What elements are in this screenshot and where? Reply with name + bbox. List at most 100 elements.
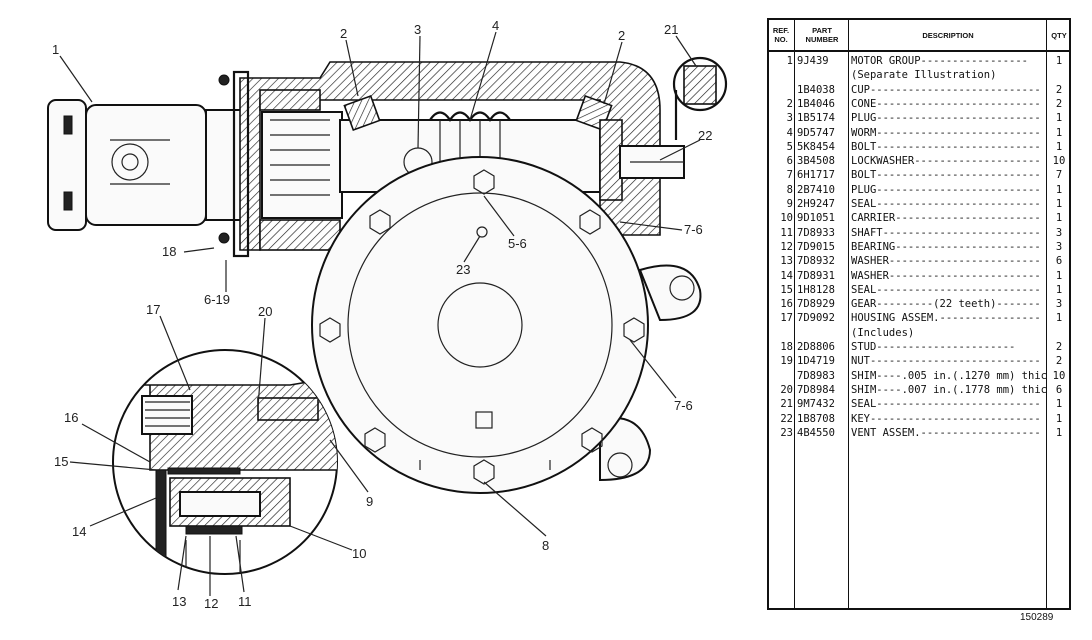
parts-list-table: REF. NO. PART NUMBER DESCRIPTION QTY 1 9J… xyxy=(767,18,1071,610)
part-number-cell: 7D8931 xyxy=(797,269,835,282)
callout-14: 14 xyxy=(72,524,86,539)
callout-15: 15 xyxy=(54,454,68,469)
qty-cell: 1 xyxy=(1055,212,1063,225)
description-cell: SEAL-------------------------- xyxy=(851,198,1041,210)
figure-number: 150289 xyxy=(1020,612,1054,623)
callout-13: 13 xyxy=(172,594,186,609)
description-cell: VENT ASSEM.------------------- xyxy=(851,426,1041,439)
description-cell: HOUSING ASSEM.---------------- xyxy=(851,312,1041,325)
table-row: 9 2H9247 SEAL-------------------------- 1 xyxy=(769,197,1069,211)
description-cell: WASHER------------------------ xyxy=(851,269,1041,282)
description-cell: SHAFT------------------------- xyxy=(851,226,1041,239)
callout-9: 9 xyxy=(366,494,373,509)
callout-7-6b: 7-6 xyxy=(674,398,693,413)
part-number-cell: 1B4038 xyxy=(797,83,835,96)
description-cell: BOLT-------------------------- xyxy=(851,169,1041,182)
part-number-cell: 1B5174 xyxy=(797,112,835,125)
callout-11: 11 xyxy=(238,594,252,609)
ref-cell: 21 xyxy=(780,398,793,411)
qty-cell: 10 xyxy=(1052,155,1066,168)
description-cell: SHIM----.005 in.(.1270 mm) thick xyxy=(851,369,1047,382)
qty-cell: 1 xyxy=(1055,183,1063,196)
ref-cell: 4 xyxy=(786,126,793,139)
description-cell: SHIM----.007 in.(.1778 mm) thick xyxy=(851,383,1047,396)
ref-cell: 22 xyxy=(780,412,793,425)
ref-cell: 3 xyxy=(786,112,793,125)
callout-2a: 2 xyxy=(340,26,347,41)
qty-cell: 1 xyxy=(1055,126,1063,139)
description-cell: SEAL-------------------------- xyxy=(851,283,1041,296)
ref-cell: 8 xyxy=(786,183,793,196)
ref-cell: 18 xyxy=(780,341,793,353)
ref-cell: 12 xyxy=(780,240,793,253)
qty-cell: 7 xyxy=(1055,169,1063,182)
part-number-cell: 7D8932 xyxy=(797,255,835,268)
qty-cell: 1 xyxy=(1055,198,1063,210)
header-description: DESCRIPTION xyxy=(922,30,974,40)
description-cell: (Separate Illustration) xyxy=(851,69,997,82)
part-number-cell: 4B4550 xyxy=(797,426,835,439)
leader-lines xyxy=(59,31,701,596)
qty-cell: 3 xyxy=(1055,240,1063,253)
gear-housing xyxy=(311,156,702,494)
part-number-cell: 9J439 xyxy=(797,55,829,67)
part-number-cell: 1H8128 xyxy=(797,283,835,296)
description-cell: CONE-------------------------- xyxy=(851,97,1041,110)
ref-cell: 9 xyxy=(786,198,793,210)
table-header: REF. NO. PART NUMBER DESCRIPTION QTY xyxy=(769,20,1069,52)
qty-cell: 1 xyxy=(1055,412,1063,425)
qty-cell: 1 xyxy=(1055,312,1063,325)
motor-group xyxy=(47,99,247,231)
qty-cell: 1 xyxy=(1055,55,1063,67)
part-number-cell: 2H9247 xyxy=(797,198,835,210)
callout-17: 17 xyxy=(146,302,160,317)
table-row: (Separate Illustration) xyxy=(769,68,1069,82)
part-number-cell: 2D8806 xyxy=(797,341,835,353)
ref-cell: 7 xyxy=(786,169,793,182)
callout-5-6: 5-6 xyxy=(508,236,527,251)
part-number-cell: 1B4046 xyxy=(797,97,835,110)
ref-cell: 20 xyxy=(780,383,793,396)
callout-3: 3 xyxy=(414,22,421,37)
callout-18: 18 xyxy=(162,244,176,259)
ref-cell: 14 xyxy=(780,269,793,282)
part-number-cell: 5K8454 xyxy=(797,140,835,153)
callout-4: 4 xyxy=(492,18,499,33)
header-qty: QTY xyxy=(1051,30,1067,40)
description-cell: MOTOR GROUP----------------- xyxy=(851,55,1029,67)
qty-cell: 1 xyxy=(1055,112,1063,125)
qty-cell: 1 xyxy=(1055,269,1063,282)
ref-cell: 11 xyxy=(780,226,793,239)
qty-cell: 2 xyxy=(1055,341,1063,353)
part-number-cell: 7D9015 xyxy=(797,240,835,253)
part-number-cell: 6H1717 xyxy=(797,169,835,182)
qty-cell: 10 xyxy=(1052,369,1066,382)
detail-view xyxy=(112,349,338,575)
callout-12: 12 xyxy=(204,596,218,611)
qty-cell: 1 xyxy=(1055,426,1063,439)
part-number-cell: 7D8933 xyxy=(797,226,835,239)
part-number-cell: 9M7432 xyxy=(797,398,835,411)
callout-8: 8 xyxy=(542,538,549,553)
description-cell: BOLT-------------------------- xyxy=(851,140,1041,153)
description-cell: LOCKWASHER-------------------- xyxy=(851,155,1041,168)
qty-cell: 2 xyxy=(1055,355,1063,368)
qty-cell: 1 xyxy=(1055,283,1063,296)
qty-cell: 1 xyxy=(1055,140,1063,153)
callout-21: 21 xyxy=(664,22,678,37)
ref-cell: 5 xyxy=(786,140,793,153)
part-number-cell: 2B7410 xyxy=(797,183,835,196)
description-cell: WASHER------------------------ xyxy=(851,255,1041,268)
qty-cell: 2 xyxy=(1055,97,1063,110)
